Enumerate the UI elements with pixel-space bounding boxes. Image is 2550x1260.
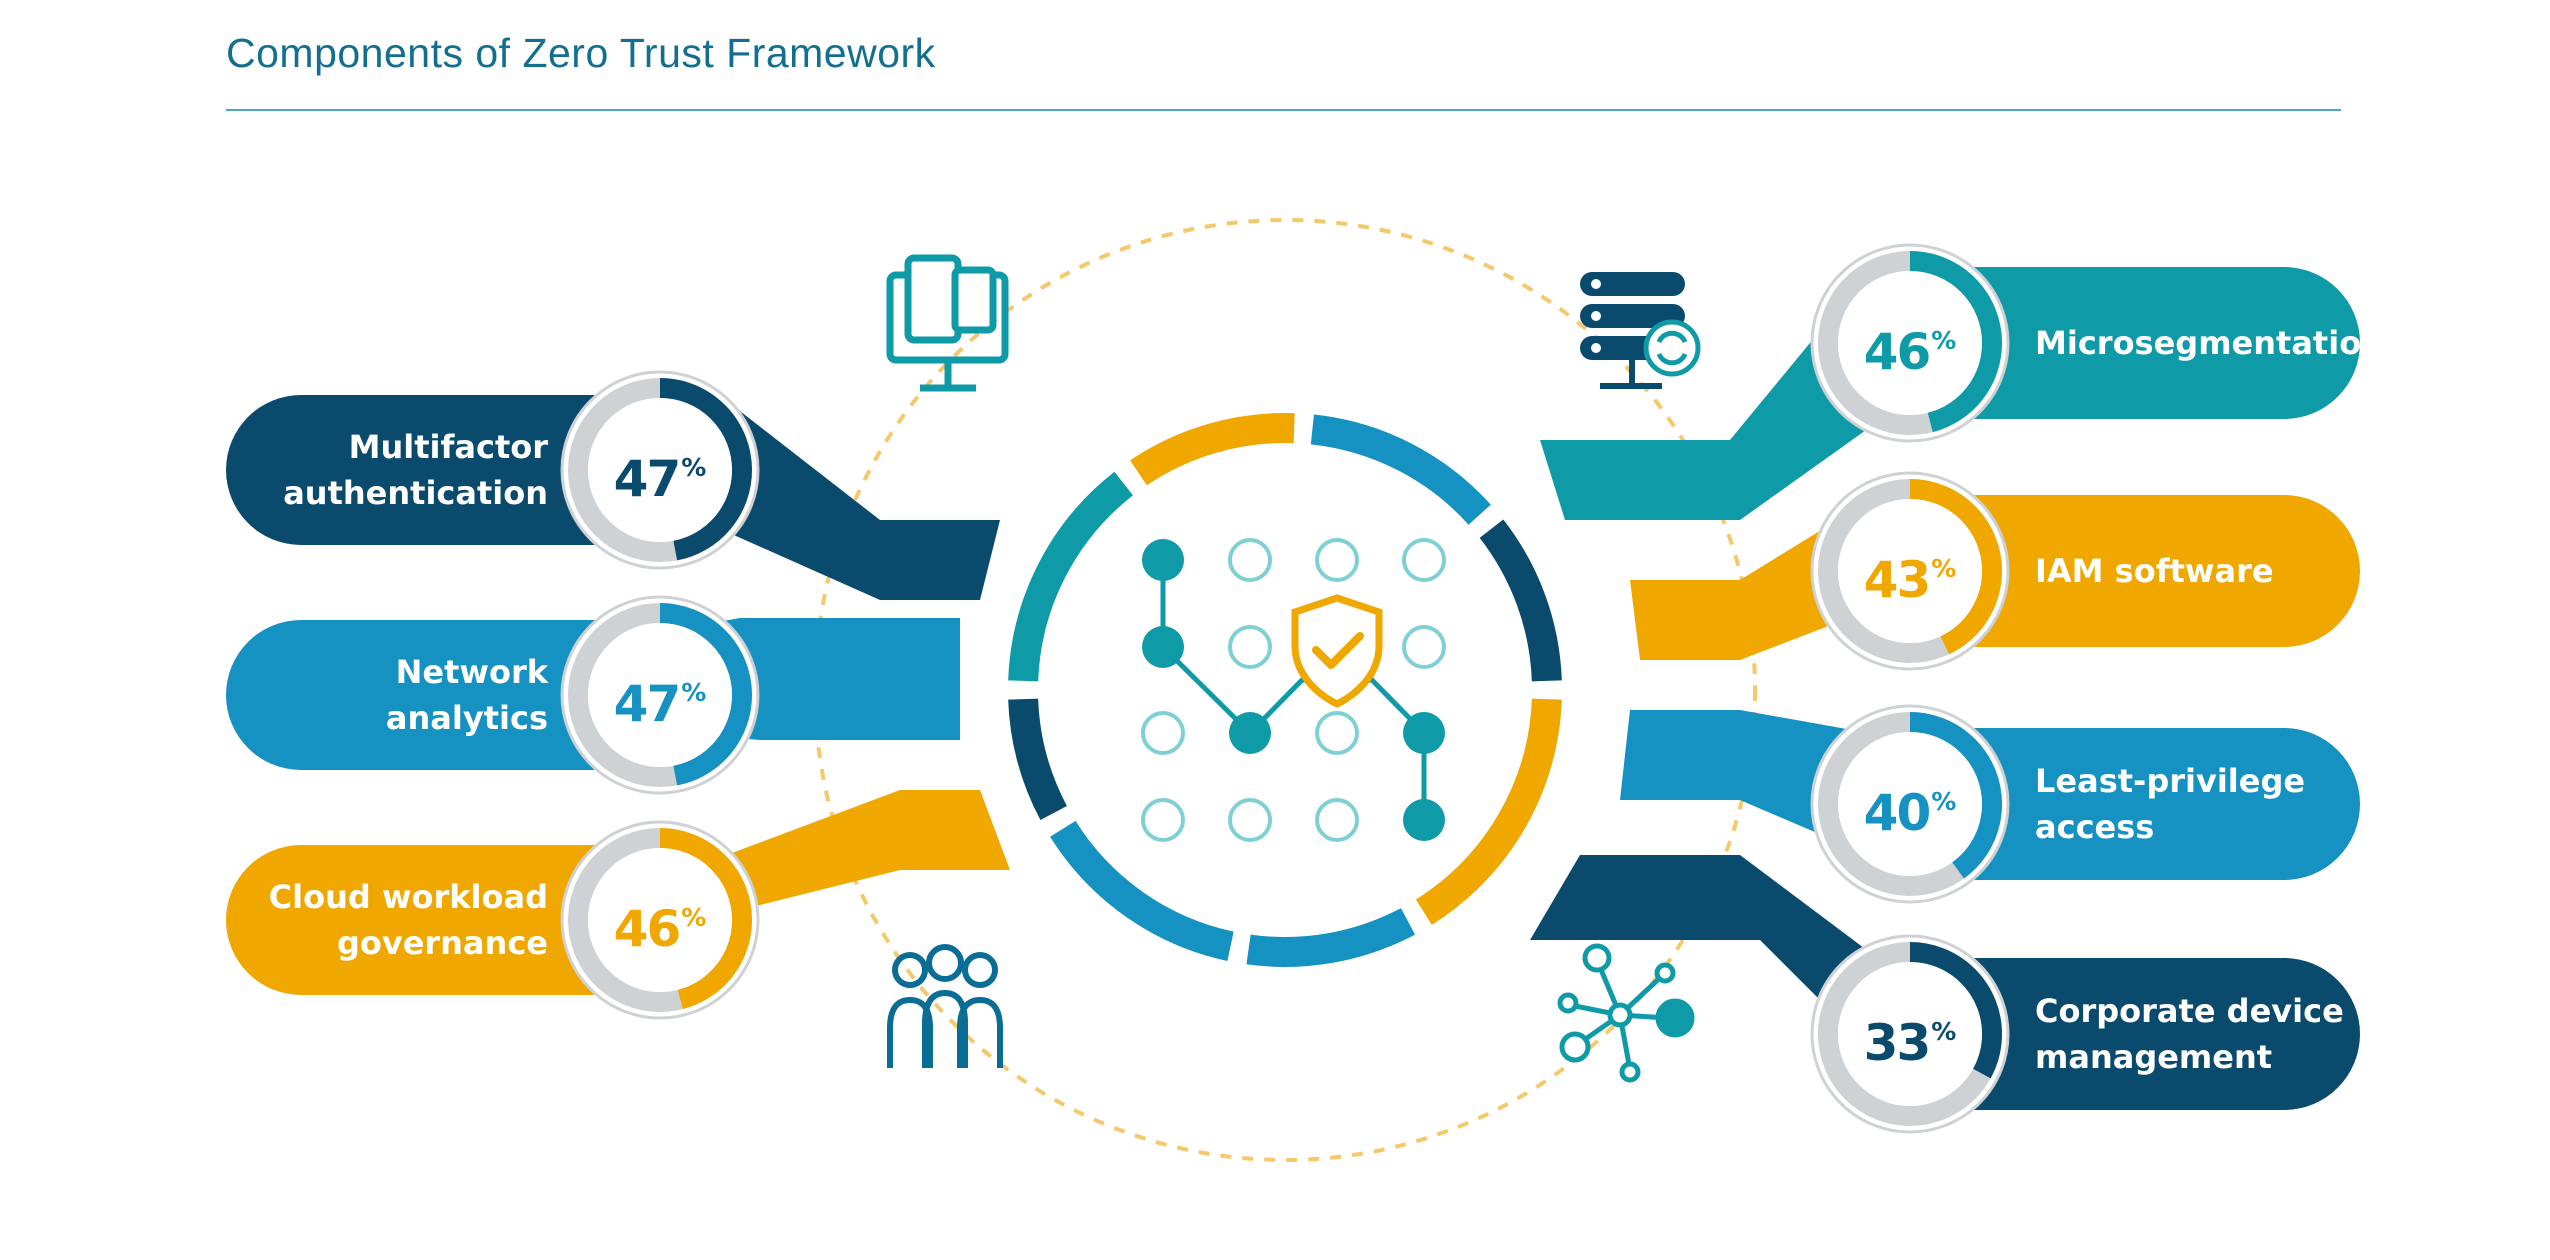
grid-node-active bbox=[1229, 712, 1271, 754]
percent-number: 47 bbox=[613, 450, 682, 508]
grid-node bbox=[1228, 625, 1272, 669]
page-title: Components of Zero Trust Framework bbox=[226, 30, 936, 76]
component-label-line: Multifactor bbox=[348, 428, 548, 466]
grid-node-active bbox=[1142, 539, 1184, 581]
title-divider bbox=[226, 109, 2341, 111]
connector-microsegmentation bbox=[1540, 270, 1880, 520]
gauge-center bbox=[1838, 271, 1982, 415]
percent-value: 46% bbox=[1825, 311, 1995, 382]
component-label-line: authentication bbox=[283, 474, 548, 512]
percent-number: 40 bbox=[1863, 784, 1932, 842]
component-label-line: governance bbox=[336, 924, 548, 962]
gauge-fill bbox=[1818, 479, 2002, 663]
ring-segment bbox=[1246, 907, 1416, 967]
connector-multifactor bbox=[700, 380, 1000, 600]
grid-node bbox=[1315, 798, 1359, 842]
percent-value: 47% bbox=[575, 663, 745, 734]
component-label-line: management bbox=[2035, 1038, 2273, 1076]
percent-sign: % bbox=[1931, 326, 1957, 355]
percent-sign: % bbox=[681, 453, 707, 482]
grid-node bbox=[1141, 798, 1185, 842]
component-label-line: analytics bbox=[385, 699, 548, 737]
grid-node bbox=[1141, 711, 1185, 755]
gauge-center bbox=[588, 848, 732, 992]
network-nodes-icon bbox=[1557, 943, 1695, 1083]
grid-node-active bbox=[1403, 712, 1445, 754]
percent-sign: % bbox=[1931, 554, 1957, 583]
component-label-line: Microsegmentation bbox=[2035, 324, 2384, 362]
percent-value: 46% bbox=[575, 888, 745, 959]
percent-value: 43% bbox=[1825, 539, 1995, 610]
ring-segment bbox=[1008, 471, 1134, 682]
percent-sign: % bbox=[681, 678, 707, 707]
grid-node bbox=[1228, 798, 1272, 842]
component-label-line: access bbox=[2035, 808, 2155, 846]
percent-number: 43 bbox=[1863, 551, 1932, 609]
component-label-line: Network bbox=[395, 653, 548, 691]
percent-sign: % bbox=[681, 903, 707, 932]
grid-node bbox=[1315, 538, 1359, 582]
grid-node bbox=[1402, 625, 1446, 669]
gauge-fill bbox=[568, 828, 752, 1012]
shield-check-icon bbox=[1291, 594, 1383, 708]
connector-network bbox=[700, 618, 960, 740]
percent-value: 40% bbox=[1825, 772, 1995, 843]
percent-number: 47 bbox=[613, 675, 682, 733]
grid-node bbox=[1228, 538, 1272, 582]
ring-segment bbox=[1415, 698, 1562, 925]
percent-sign: % bbox=[1931, 787, 1957, 816]
gauge-center bbox=[1838, 962, 1982, 1106]
percent-value: 33% bbox=[1825, 1002, 1995, 1073]
component-label: IAM software bbox=[2035, 548, 2274, 594]
gauge-center bbox=[1838, 499, 1982, 643]
ring-segment bbox=[1479, 519, 1562, 682]
server-sync-icon bbox=[1580, 272, 1701, 389]
component-label: Corporate device management bbox=[2035, 988, 2344, 1080]
devices-icon bbox=[886, 254, 1009, 392]
component-label: Microsegmentation bbox=[2035, 320, 2384, 366]
gauge-center bbox=[588, 398, 732, 542]
component-label-line: Corporate device bbox=[2035, 992, 2344, 1030]
grid-node bbox=[1402, 538, 1446, 582]
gauge-fill bbox=[1818, 942, 2002, 1126]
gauge-fill bbox=[568, 603, 752, 787]
grid-node-active bbox=[1403, 799, 1445, 841]
component-label-line: Least-privilege bbox=[2035, 762, 2306, 800]
percent-number: 33 bbox=[1863, 1014, 1932, 1072]
percent-number: 46 bbox=[1863, 323, 1932, 381]
component-label: Multifactor authentication bbox=[283, 424, 548, 516]
component-label-line: IAM software bbox=[2035, 552, 2274, 590]
ring-segment bbox=[1130, 413, 1295, 486]
component-label-line: Cloud workload bbox=[268, 878, 548, 916]
connector-corporate bbox=[1530, 855, 1880, 1060]
gauge-center bbox=[588, 623, 732, 767]
people-group-icon bbox=[887, 944, 1003, 1068]
component-label: Cloud workload governance bbox=[269, 874, 548, 966]
component-label: Least-privilege access bbox=[2035, 758, 2305, 850]
component-label: Network analytics bbox=[386, 649, 548, 741]
ring-segment bbox=[1008, 698, 1068, 821]
grid-node-active bbox=[1142, 626, 1184, 668]
ring-segment bbox=[1310, 414, 1491, 525]
gauge-fill bbox=[1818, 251, 2002, 435]
percent-number: 46 bbox=[613, 900, 682, 958]
percent-value: 47% bbox=[575, 438, 745, 509]
center-grid-icon bbox=[1141, 538, 1446, 842]
central-ring bbox=[1008, 413, 1562, 967]
gauge-fill bbox=[1818, 712, 2002, 896]
connector-iam bbox=[1630, 500, 1870, 660]
gauge-fill bbox=[568, 378, 752, 562]
grid-path bbox=[1160, 560, 1427, 820]
ring-segment bbox=[1050, 820, 1234, 961]
percent-sign: % bbox=[1931, 1017, 1957, 1046]
gauge-center bbox=[1838, 732, 1982, 876]
grid-node bbox=[1315, 711, 1359, 755]
